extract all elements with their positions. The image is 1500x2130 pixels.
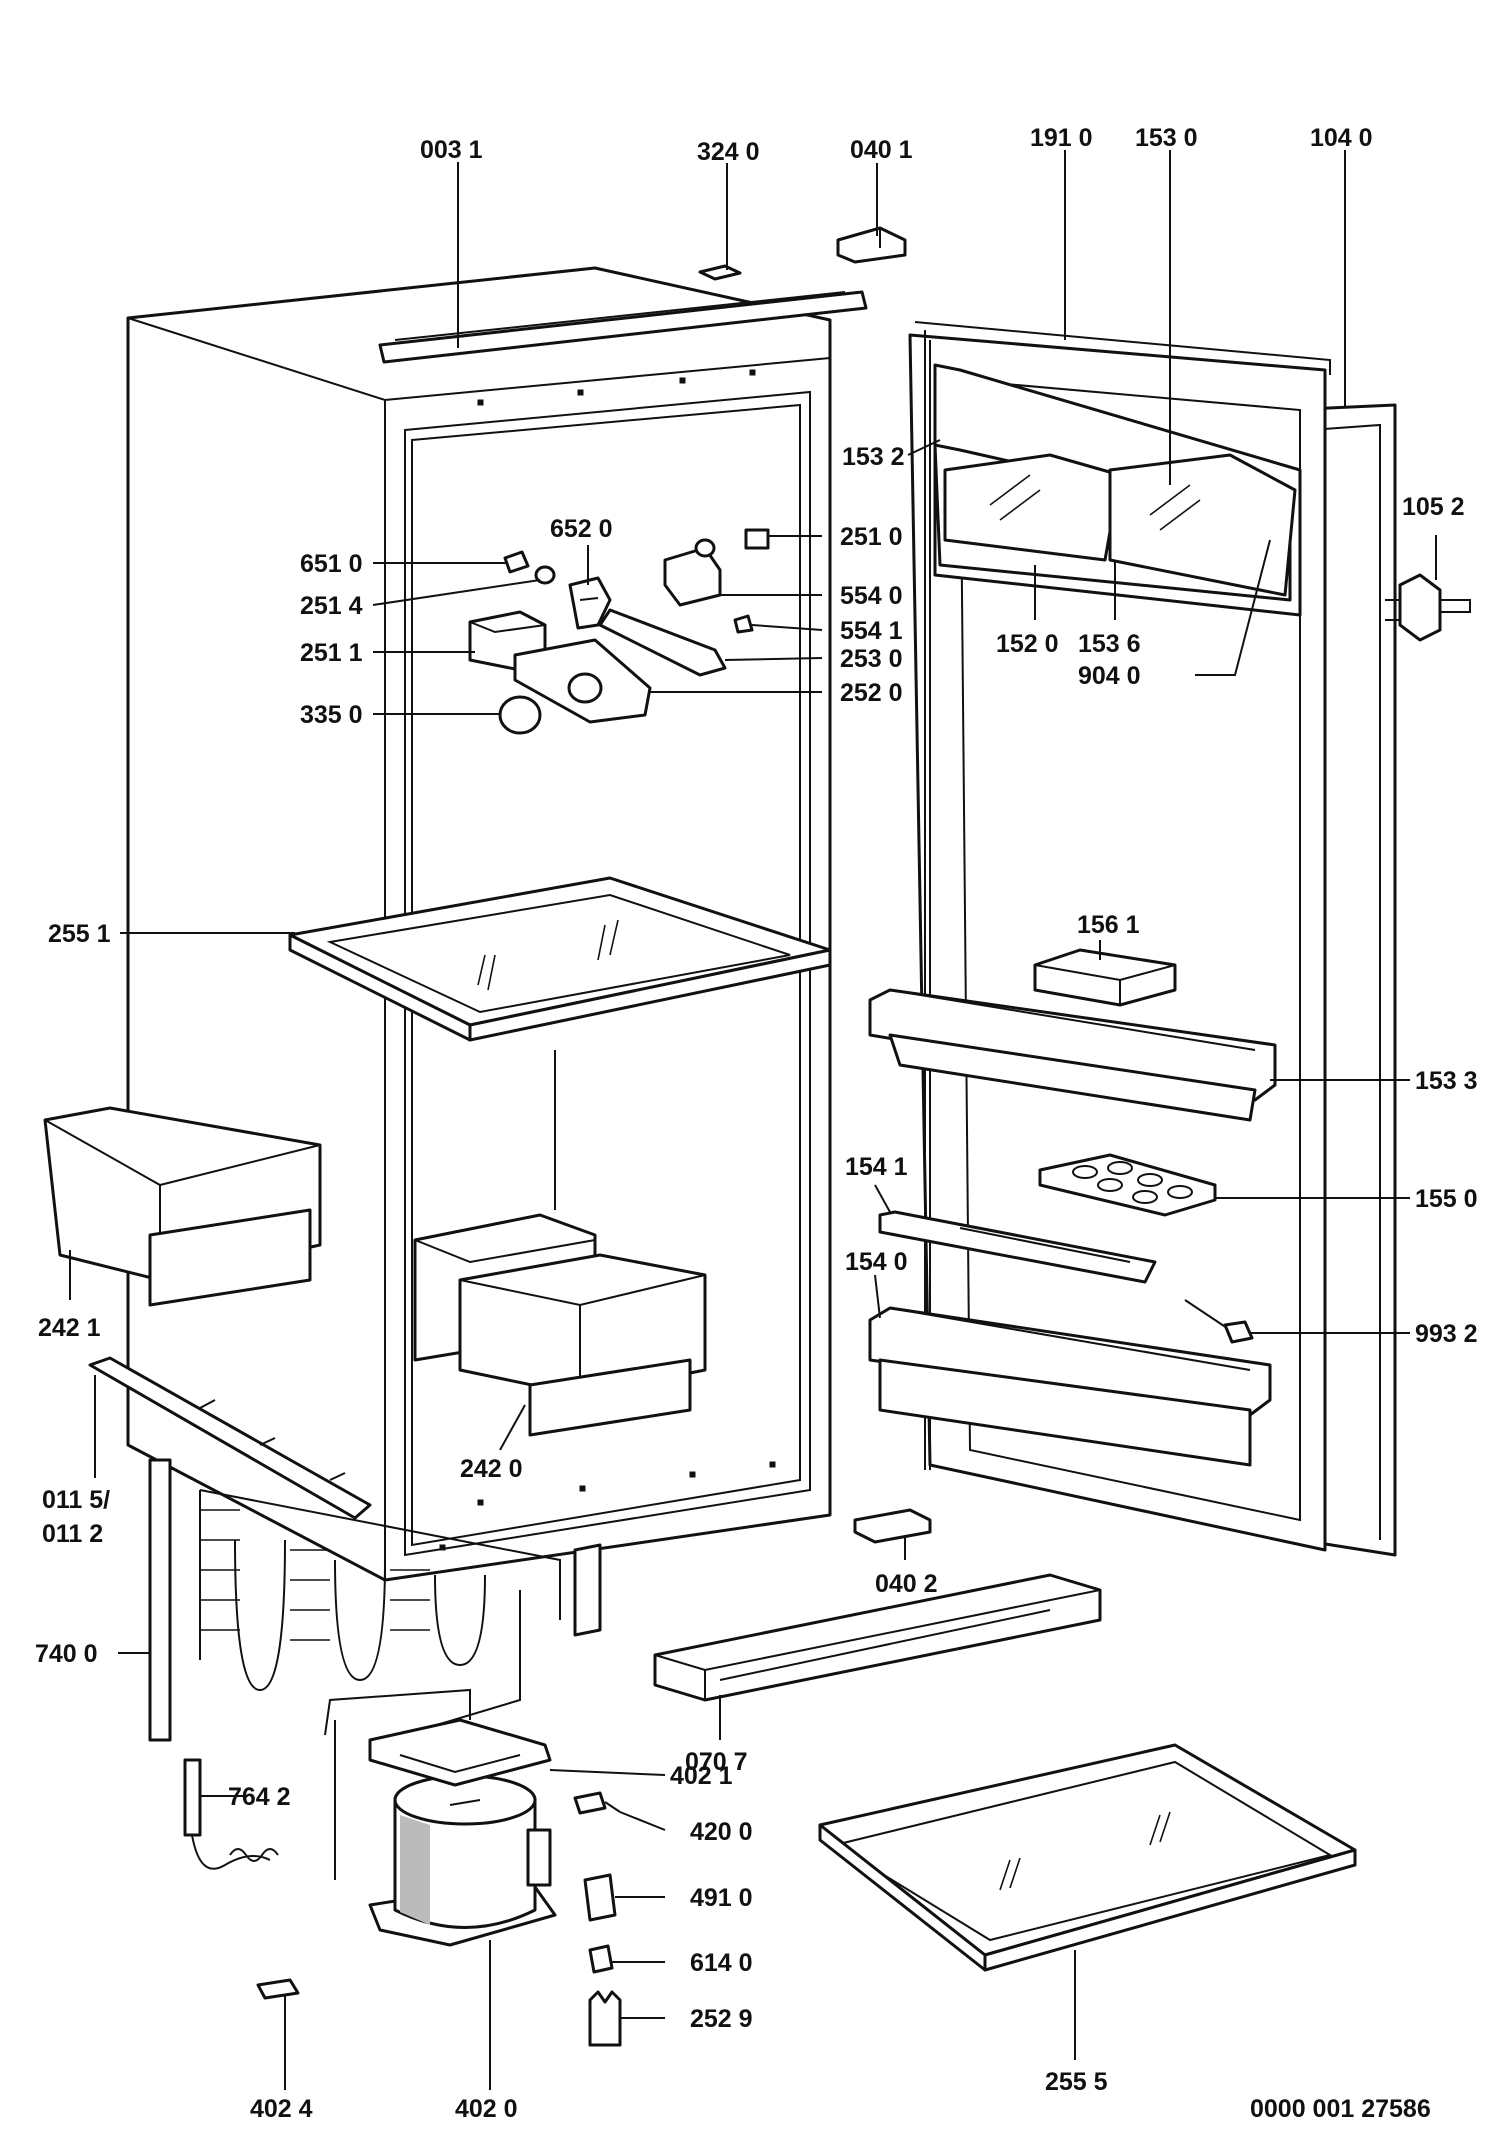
label-764-2: 764 2 [228,1783,291,1811]
label-420-0: 420 0 [690,1818,753,1846]
label-191-0: 191 0 [1030,124,1093,152]
label-154-1: 154 1 [845,1153,908,1181]
label-554-0: 554 0 [840,582,903,610]
label-993-2: 993 2 [1415,1320,1478,1348]
label-614-0: 614 0 [690,1949,753,1977]
label-554-1: 554 1 [840,617,903,645]
hinge-top [836,226,907,264]
label-153-0: 153 0 [1135,124,1198,152]
label-402-0: 402 0 [455,2095,518,2123]
compressor-bracket [368,1718,552,1787]
hinge-right [1385,573,1471,642]
label-153-3: 153 3 [1415,1067,1478,1095]
label-011-5: 011 5/ [42,1486,110,1514]
clip-324 [698,264,742,281]
label-253-0: 253 0 [840,645,903,673]
label-251-1: 251 1 [300,639,363,667]
door-bin-left [43,1106,322,1307]
label-156-1: 156 1 [1077,911,1140,939]
label-252-0: 252 0 [840,679,903,707]
label-153-2: 153 2 [842,443,905,471]
plinth [653,1573,1102,1702]
glass-shelf-lower [818,1743,1357,1972]
label-402-1: 402 1 [670,1762,733,1790]
label-402-4: 402 4 [250,2095,313,2123]
leader-lines [69,150,1437,2090]
label-652-0: 652 0 [550,515,613,543]
crisper-drawer [458,1253,707,1437]
lamp-thermostat-assembly [468,528,770,735]
glass-shelf-upper [288,876,832,1042]
label-242-1: 242 1 [38,1314,101,1342]
label-255-5: 255 5 [1045,2068,1108,2096]
label-255-1: 255 1 [48,920,111,948]
label-003-1: 003 1 [420,136,483,164]
label-104-0: 104 0 [1310,124,1373,152]
label-740-0: 740 0 [35,1640,98,1668]
drier-filter [183,1758,279,1870]
front-bottom-rail [88,1356,372,1520]
label-154-0: 154 0 [845,1248,908,1276]
condenser [148,1458,602,1746]
label-251-4: 251 4 [300,592,363,620]
label-242-0: 242 0 [460,1455,523,1483]
label-251-0: 251 0 [840,523,903,551]
label-335-0: 335 0 [300,701,363,729]
door [868,321,1397,1557]
part-labels: 003 1 324 0 040 1 191 0 153 0 104 0 153 … [35,124,1478,2123]
label-324-0: 324 0 [697,138,760,166]
label-904-0: 904 0 [1078,662,1141,690]
label-105-2: 105 2 [1402,493,1465,521]
small-parts [256,1791,622,2047]
label-040-2: 040 2 [875,1570,938,1598]
label-152-0: 152 0 [996,630,1059,658]
label-252-9: 252 9 [690,2005,753,2033]
label-011-2: 011 2 [42,1520,103,1548]
diagram-id: 0000 001 27586 [1250,2095,1431,2123]
top-rail [378,290,868,364]
label-153-6: 153 6 [1078,630,1141,658]
hinge-bottom [853,1508,932,1544]
label-040-1: 040 1 [850,136,913,164]
label-155-0: 155 0 [1415,1185,1478,1213]
label-651-0: 651 0 [300,550,363,578]
label-070-7: 070 7 [685,1748,748,1776]
label-491-0: 491 0 [690,1884,753,1912]
